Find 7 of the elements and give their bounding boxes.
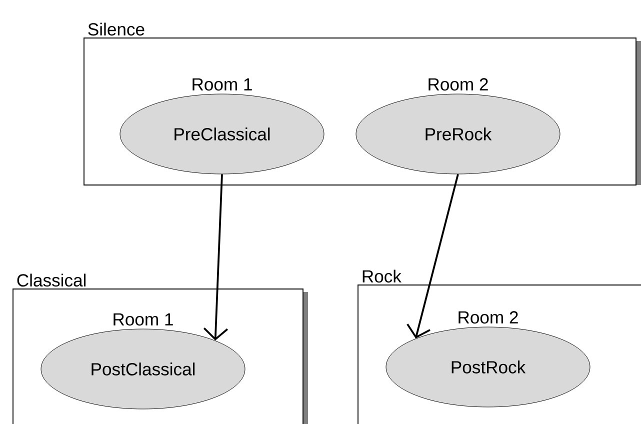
- arrow: [406, 174, 459, 339]
- arrow: [203, 174, 228, 341]
- box-heading: Silence: [88, 22, 144, 36]
- room-label: Room 1: [114, 313, 173, 326]
- box-heading: Classical: [17, 274, 86, 287]
- box-heading: Rock: [362, 270, 402, 283]
- room-label: Room 2: [458, 311, 518, 324]
